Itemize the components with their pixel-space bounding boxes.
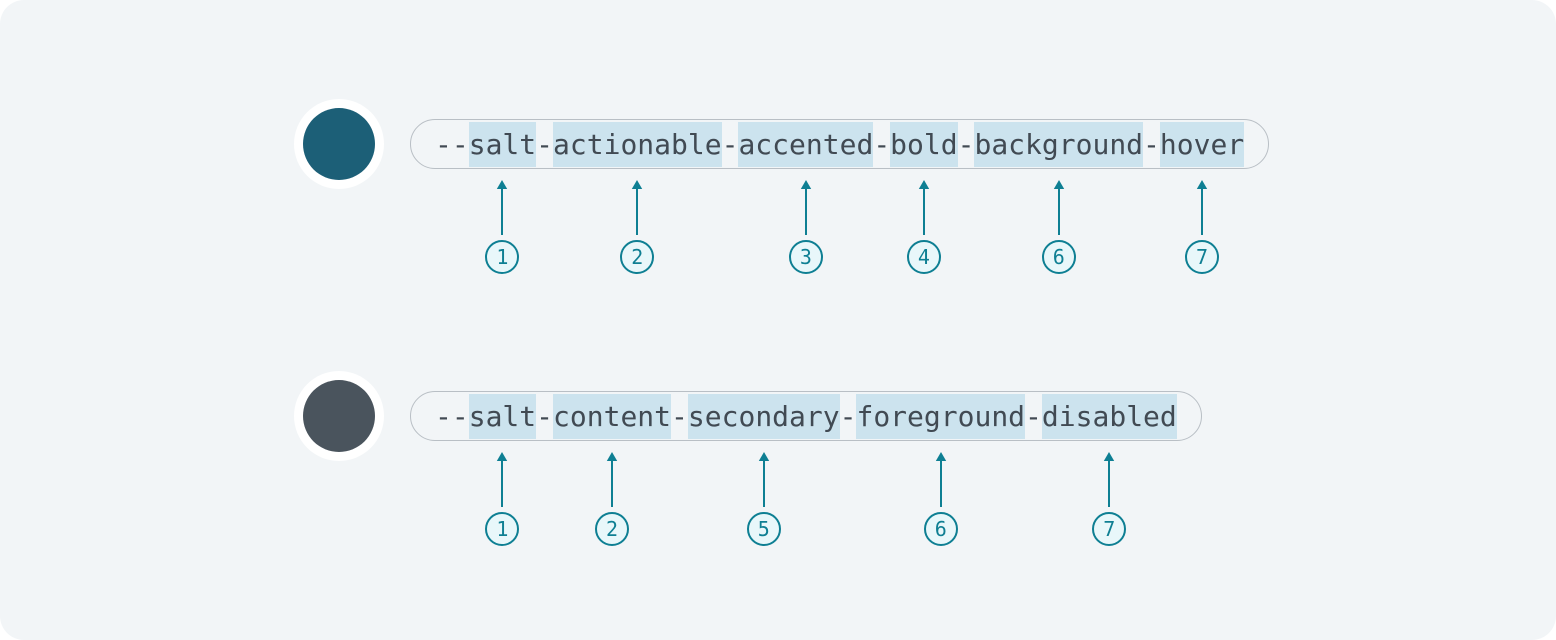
token-segment: background [974, 121, 1144, 167]
arrow-up-icon [1053, 180, 1064, 235]
marker-number-badge: 6 [923, 512, 958, 546]
token-separator: - [873, 127, 891, 161]
color-swatch-ring [294, 99, 384, 189]
arrow-up-icon [800, 180, 812, 235]
token-separator: - [721, 127, 739, 161]
token-separator: - [671, 399, 688, 433]
marker-number-badge: 4 [906, 240, 941, 274]
arrow-up-icon [918, 180, 930, 235]
arrow-up-icon [1196, 180, 1208, 235]
token-pill: -- salt - content - secondary - foregrou… [410, 391, 1202, 441]
marker-number-badge: 5 [746, 512, 781, 546]
marker-number-badge: 6 [1041, 240, 1076, 274]
color-swatch-gray [303, 380, 375, 452]
token-segment: content [553, 393, 672, 439]
marker-7: 7 [1183, 180, 1221, 274]
token-segment: bold [890, 121, 958, 167]
arrow-up-icon [632, 180, 643, 235]
marker-number-badge: 2 [620, 240, 655, 274]
color-swatch-ring [294, 371, 384, 461]
arrow-up-icon [606, 452, 618, 507]
marker-number-badge: 7 [1092, 512, 1127, 546]
token-segment: disabled [1041, 393, 1177, 439]
marker-7: 7 [1090, 452, 1128, 546]
marker-number-badge: 2 [595, 512, 630, 546]
token-segment: salt [468, 393, 537, 439]
token-separator: - [536, 399, 554, 433]
marker-number-badge: 1 [485, 240, 520, 274]
token-prefix: -- [435, 127, 469, 161]
marker-5: 5 [745, 452, 783, 546]
token-segment: foreground [856, 393, 1026, 439]
token-row-content: -- salt - content - secondary - foregrou… [0, 371, 1556, 581]
marker-2: 2 [593, 452, 631, 546]
marker-6: 6 [1040, 180, 1078, 274]
token-row-actionable: -- salt - actionable - accented - bold -… [0, 99, 1556, 309]
arrow-up-icon [935, 452, 946, 507]
arrow-up-icon [1104, 452, 1115, 507]
marker-4: 4 [905, 180, 943, 274]
marker-number-badge: 1 [485, 512, 520, 546]
token-separator: - [536, 127, 554, 161]
token-separator: - [1025, 399, 1042, 433]
token-pill: -- salt - actionable - accented - bold -… [410, 119, 1270, 169]
marker-6: 6 [922, 452, 960, 546]
arrow-up-icon [497, 180, 508, 235]
marker-3: 3 [787, 180, 825, 274]
token-prefix: -- [435, 399, 469, 433]
marker-number-badge: 3 [788, 240, 823, 274]
token-segment: salt [468, 121, 537, 167]
token-segment: hover [1159, 121, 1245, 167]
marker-number-badge: 7 [1185, 240, 1220, 274]
token-segment: secondary [687, 393, 840, 439]
token-separator: - [839, 399, 857, 433]
token-segment: accented [738, 121, 874, 167]
marker-1: 1 [483, 452, 521, 546]
marker-2: 2 [618, 180, 656, 274]
token-segment: actionable [553, 121, 722, 167]
token-separator: - [957, 127, 975, 161]
token-separator: - [1143, 127, 1160, 161]
arrow-up-icon [758, 452, 769, 507]
marker-1: 1 [483, 180, 521, 274]
arrow-up-icon [497, 452, 508, 507]
color-swatch-teal [303, 108, 375, 180]
